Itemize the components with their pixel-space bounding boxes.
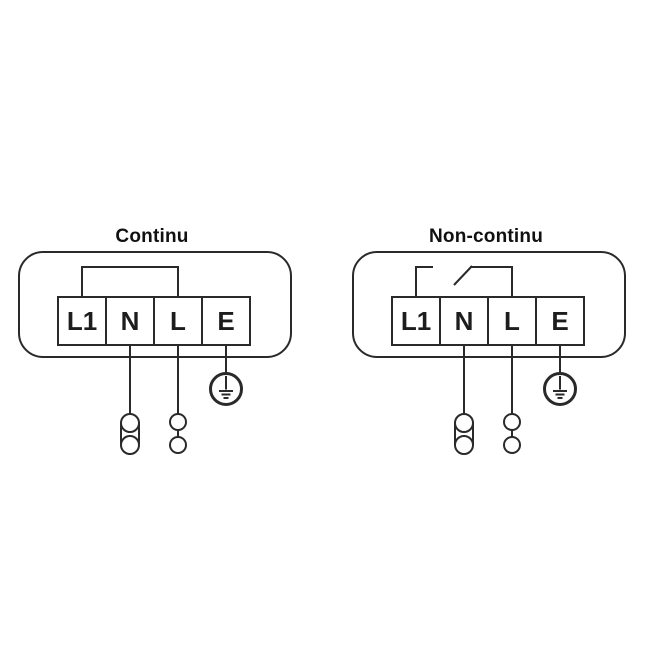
terminal-label-n: N: [121, 306, 140, 336]
protective-earth-icon: [543, 372, 577, 406]
wiring-diagram-non-continu: L1 N L E: [352, 251, 626, 455]
terminal-box-l: [153, 296, 203, 346]
terminal-label-l1: L1: [67, 306, 97, 336]
diagram-title-non-continu: Non-continu: [428, 226, 544, 247]
terminal-label-e: E: [217, 306, 234, 336]
wire-connector-icon: [503, 413, 521, 454]
terminal-box-e: [535, 296, 585, 346]
wiring-diagram-continu: L1 N L E: [18, 251, 292, 455]
diagram-title-continu: Continu: [115, 226, 189, 247]
terminal-box-e: [201, 296, 251, 346]
terminal-label-n: N: [455, 306, 474, 336]
twin-wire-connector-icon: [120, 413, 140, 455]
twin-wire-connector-icon: [454, 413, 474, 455]
terminal-box-l: [487, 296, 537, 346]
jumper-link-icon: [81, 266, 179, 298]
wire-connector-icon: [169, 413, 187, 454]
open-switch-icon: [415, 265, 513, 298]
protective-earth-icon: [209, 372, 243, 406]
terminal-label-l: L: [504, 306, 520, 336]
terminal-label-l1: L1: [401, 306, 431, 336]
terminal-label-e: E: [551, 306, 568, 336]
terminal-label-l: L: [170, 306, 186, 336]
